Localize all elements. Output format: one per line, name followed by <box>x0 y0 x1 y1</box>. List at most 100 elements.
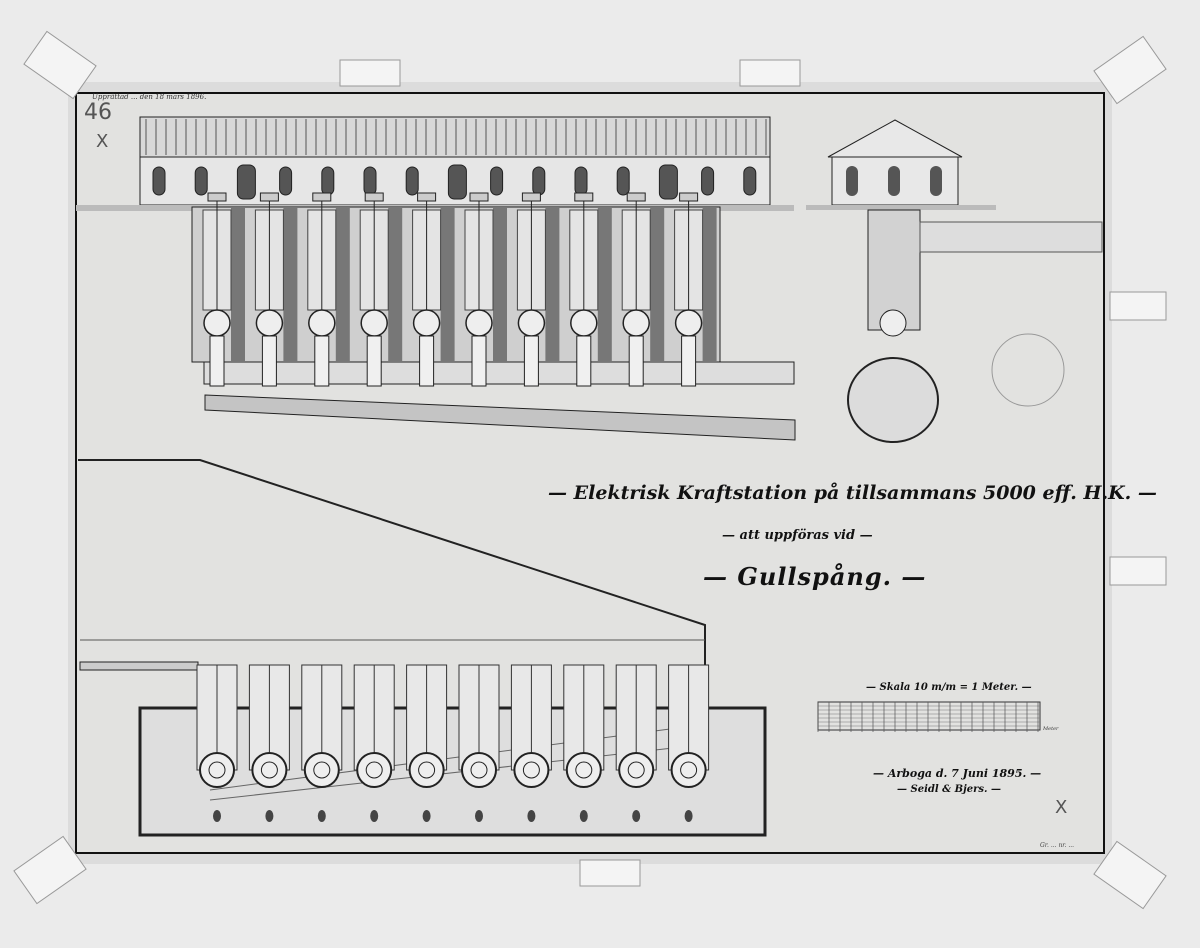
arched-window <box>616 166 630 196</box>
plan-turbine <box>461 752 497 788</box>
draft-tube <box>209 335 225 387</box>
side-window <box>930 166 942 196</box>
arched-window <box>279 166 293 196</box>
tape-corner <box>23 30 97 100</box>
plan-turbine <box>408 752 445 788</box>
drawing-subtitle: — att uppföras vid — <box>722 528 873 543</box>
arched-window <box>363 166 377 196</box>
turbine-casing <box>360 309 388 337</box>
plan-column <box>632 810 641 822</box>
draft-tube <box>628 335 644 387</box>
side-turbine <box>879 309 907 337</box>
pier <box>545 207 560 362</box>
plan-turbine <box>618 752 655 788</box>
tape-corner <box>1093 35 1167 105</box>
drawing-title: — Elektrisk Kraftstation på tillsammans … <box>548 482 1157 504</box>
tape-edge <box>1109 556 1167 586</box>
side-window <box>846 166 858 196</box>
generator <box>469 192 489 202</box>
turbine-casing <box>622 309 650 337</box>
plan-column <box>579 810 588 822</box>
pier <box>335 207 350 362</box>
plan-turbine-runner <box>418 761 436 779</box>
plan-turbine <box>199 752 235 788</box>
arched-window <box>701 166 715 196</box>
side-ground <box>806 205 996 210</box>
arched-window <box>532 166 546 196</box>
draft-tube <box>261 335 277 387</box>
draft-tube <box>681 335 697 387</box>
tape-edge <box>1109 291 1167 321</box>
roof <box>139 116 771 158</box>
arched-window <box>405 166 419 196</box>
plan-turbine-runner <box>522 761 540 779</box>
scale-label: — Skala 10 m/m = 1 Meter. — <box>866 682 1032 693</box>
plan-turbine-runner <box>575 761 593 779</box>
sketch-circle <box>991 333 1065 407</box>
plan-turbine <box>565 752 602 788</box>
plan-column <box>213 810 221 822</box>
plan-turbine <box>303 752 340 788</box>
plan-turbine-runner <box>260 761 278 779</box>
pier <box>440 207 455 362</box>
plan-column <box>527 810 536 822</box>
drawing-place: — Gullspång. — <box>703 562 927 591</box>
plan-turbine <box>251 752 288 788</box>
generator <box>364 192 384 202</box>
arched-window <box>152 166 166 196</box>
intake-wall <box>79 661 199 671</box>
arched-window <box>321 166 335 196</box>
pier <box>650 207 665 362</box>
tape-edge <box>339 59 401 87</box>
plan-turbine-runner <box>470 761 488 779</box>
scale-unit: Meter <box>1043 726 1059 732</box>
tailrace <box>203 361 795 385</box>
top-note: Upprättad ... den 18 mars 1896. <box>92 93 207 101</box>
pier <box>597 207 612 362</box>
arched-window <box>194 166 208 196</box>
plan-column <box>422 810 431 822</box>
tape-strips <box>13 30 1167 910</box>
arched-door <box>447 164 467 200</box>
signature: Gr. ... nr. ... <box>1040 842 1075 849</box>
turbine-casing <box>308 309 336 337</box>
turbine-casing <box>517 309 546 337</box>
plan-turbine-runner <box>680 761 698 779</box>
turbine-casing <box>412 309 441 337</box>
plan-turbine-runner <box>208 761 226 779</box>
firm-line: — Seidl & Bjers. — <box>897 784 1001 795</box>
plan-turbine <box>356 752 393 788</box>
generator <box>626 192 646 202</box>
mark-x-top: X <box>96 131 109 152</box>
scale-bar <box>817 701 1041 732</box>
pier <box>231 207 245 362</box>
turbine-casing <box>255 309 284 337</box>
plan-column <box>684 810 693 822</box>
draft-tube <box>576 335 592 387</box>
tape-edge <box>579 859 641 887</box>
generator <box>521 192 541 202</box>
turbine-casing <box>203 309 231 337</box>
pier <box>702 207 717 362</box>
arched-door <box>236 164 256 200</box>
draft-tube <box>523 335 539 387</box>
archive-number: 46 <box>84 100 112 125</box>
arched-window <box>574 166 588 196</box>
front-elevation-section <box>76 116 796 441</box>
date-line: — Arboga d. 7 Juni 1895. — <box>873 767 1042 780</box>
tape-corner <box>13 835 87 905</box>
pier <box>388 207 403 362</box>
draft-tube <box>314 335 330 387</box>
mark-x-bottom: X <box>1055 797 1068 818</box>
generator <box>259 192 279 202</box>
plan-turbine <box>670 752 707 788</box>
arched-window <box>490 166 504 196</box>
side-headrace <box>919 221 1103 253</box>
plan-turbine-runner <box>313 761 331 779</box>
arched-window <box>743 166 757 196</box>
side-window <box>888 166 900 196</box>
plan-building <box>138 706 767 837</box>
draft-tube <box>366 335 382 387</box>
draft-tube <box>419 335 435 387</box>
